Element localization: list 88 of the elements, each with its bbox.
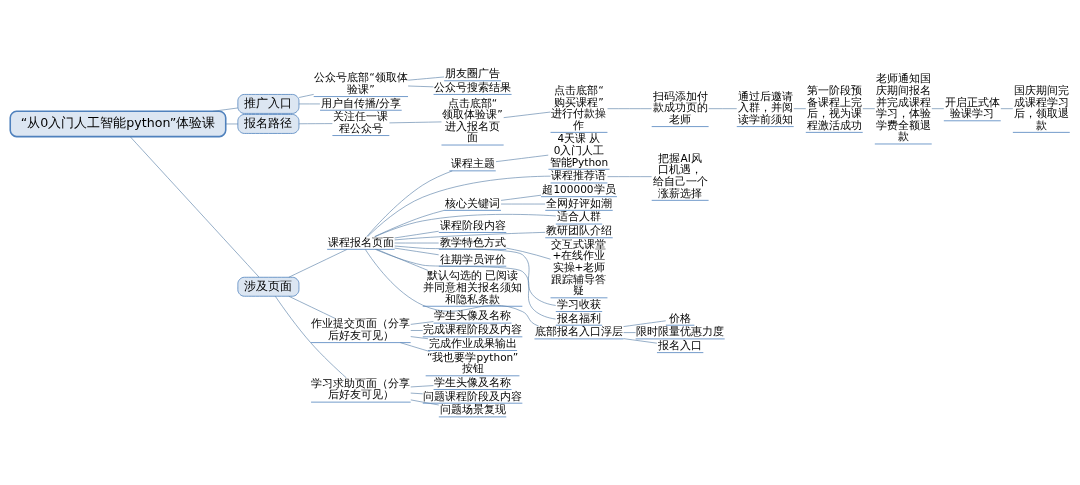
node-text: 点击底部“购买课程”进行付款操作: [551, 83, 607, 131]
connector: [410, 399, 440, 406]
connector: [862, 108, 876, 109]
connector: [407, 76, 445, 81]
node-text: 关注任一课程公众号: [333, 110, 389, 134]
connector: [410, 321, 434, 325]
connector: [298, 123, 333, 125]
connector: [410, 336, 429, 340]
connector: [129, 136, 260, 278]
node-text: 教学特色方式: [439, 235, 506, 248]
connector: [410, 392, 423, 395]
connector: [394, 230, 439, 239]
node-text: 全网好评如潮: [545, 196, 612, 209]
connector: [298, 103, 321, 105]
node-text: 适合人群: [556, 210, 601, 223]
node-box: 涉及页面: [237, 276, 300, 297]
node-text: “我也要学python”按钮: [427, 350, 519, 375]
node-text: 扫码添加付款成功页的老师: [652, 89, 708, 125]
node-text: 作业提交页面（分享后好友可见）: [311, 317, 411, 341]
connector: [931, 108, 945, 109]
node-text: 课程推荐语: [551, 169, 607, 182]
connector: [366, 170, 453, 237]
connector: [394, 232, 546, 241]
connector: [275, 296, 347, 379]
connector: [376, 249, 429, 271]
node-text: 问题场景复现: [439, 403, 506, 416]
connector: [410, 330, 423, 331]
connector: [793, 108, 807, 109]
connector: [495, 154, 549, 162]
node-text: 公众号底部“领取体验课”: [314, 71, 408, 95]
node-text: 价格: [669, 311, 692, 324]
node-text: 问题课程阶段及内容: [423, 389, 523, 402]
node-box: “从0入门人工智能python”体验课: [9, 110, 227, 138]
connector: [400, 342, 431, 352]
node-text: 用户自传播/分享: [320, 96, 402, 109]
connector: [298, 94, 314, 98]
node-text: 课程阶段内容: [439, 218, 506, 231]
connector: [607, 108, 652, 109]
node-text: 课程报名页面: [327, 235, 394, 248]
node-text: 学习求助页面（分享后好友可见）: [311, 376, 411, 401]
node-text: 4天课 从0入门人工智能Python: [549, 132, 609, 168]
node-text: 课程主题: [450, 157, 495, 170]
node-text: 教研团队介绍: [545, 224, 612, 237]
node-text: 完成作业成果输出: [428, 336, 517, 349]
connector: [374, 214, 557, 237]
node-text: 点击底部“领取体验课”进入报名页面: [442, 96, 503, 144]
connector: [389, 121, 442, 124]
node-text: 学生头像及名称: [434, 375, 512, 388]
node-text: 学生头像及名称: [434, 309, 512, 322]
node-text: 国庆期间完成课程学习后，领取退款: [1013, 83, 1069, 131]
node-text: 朋友圈广告: [445, 67, 501, 80]
node-text: 默认勾选的 已阅读并同意相关报名须知和隐私条款: [423, 269, 523, 305]
connector: [410, 385, 434, 388]
connector: [288, 249, 348, 278]
node-box: 推广入口: [237, 94, 300, 114]
connector: [623, 332, 636, 333]
connector: [623, 320, 667, 327]
connector: [407, 85, 434, 88]
node-text: 限时限量优惠力度: [636, 325, 725, 338]
connector: [394, 247, 439, 256]
connector: [288, 295, 336, 319]
connector: [506, 247, 551, 260]
node-text: 交互式课堂+在线作业实操+老师跟踪辅导答疑: [551, 237, 607, 297]
connector: [374, 210, 445, 237]
node-text: 往期学员评价: [439, 252, 506, 265]
node-text: 把握AI风口机遇，给自己一个涨薪选择: [652, 151, 708, 199]
node-text: 通过后邀请入群，并阅读学前须知: [737, 89, 793, 125]
connector: [623, 338, 658, 344]
connector: [500, 194, 542, 201]
node-text: 核心关键词: [445, 196, 501, 209]
connector: [367, 175, 551, 237]
node-text: 报名福利: [556, 311, 601, 324]
node-text: 底部报名入口浮层: [534, 325, 623, 338]
node-text: 超100000学员: [542, 182, 616, 195]
node-text: 报名入口: [658, 338, 703, 351]
node-box: 报名路径: [237, 114, 300, 134]
connector: [708, 108, 738, 109]
node-text: 老师通知国庆期间报名并完成课程学习，体验学费全额退款: [875, 72, 931, 143]
node-text: 学习收获: [556, 297, 601, 310]
connector: [607, 176, 652, 177]
node-text: 公众号搜索结果: [434, 80, 512, 93]
connector: [503, 111, 551, 118]
connector: [225, 123, 239, 125]
node-text: 开启正式体验课学习: [944, 95, 1000, 120]
node-text: 第一阶段预备课程上完后，视为课程激活成功: [806, 83, 862, 131]
node-text: 完成课程阶段及内容: [423, 323, 523, 336]
connector: [212, 107, 239, 112]
connector: [1000, 108, 1014, 109]
